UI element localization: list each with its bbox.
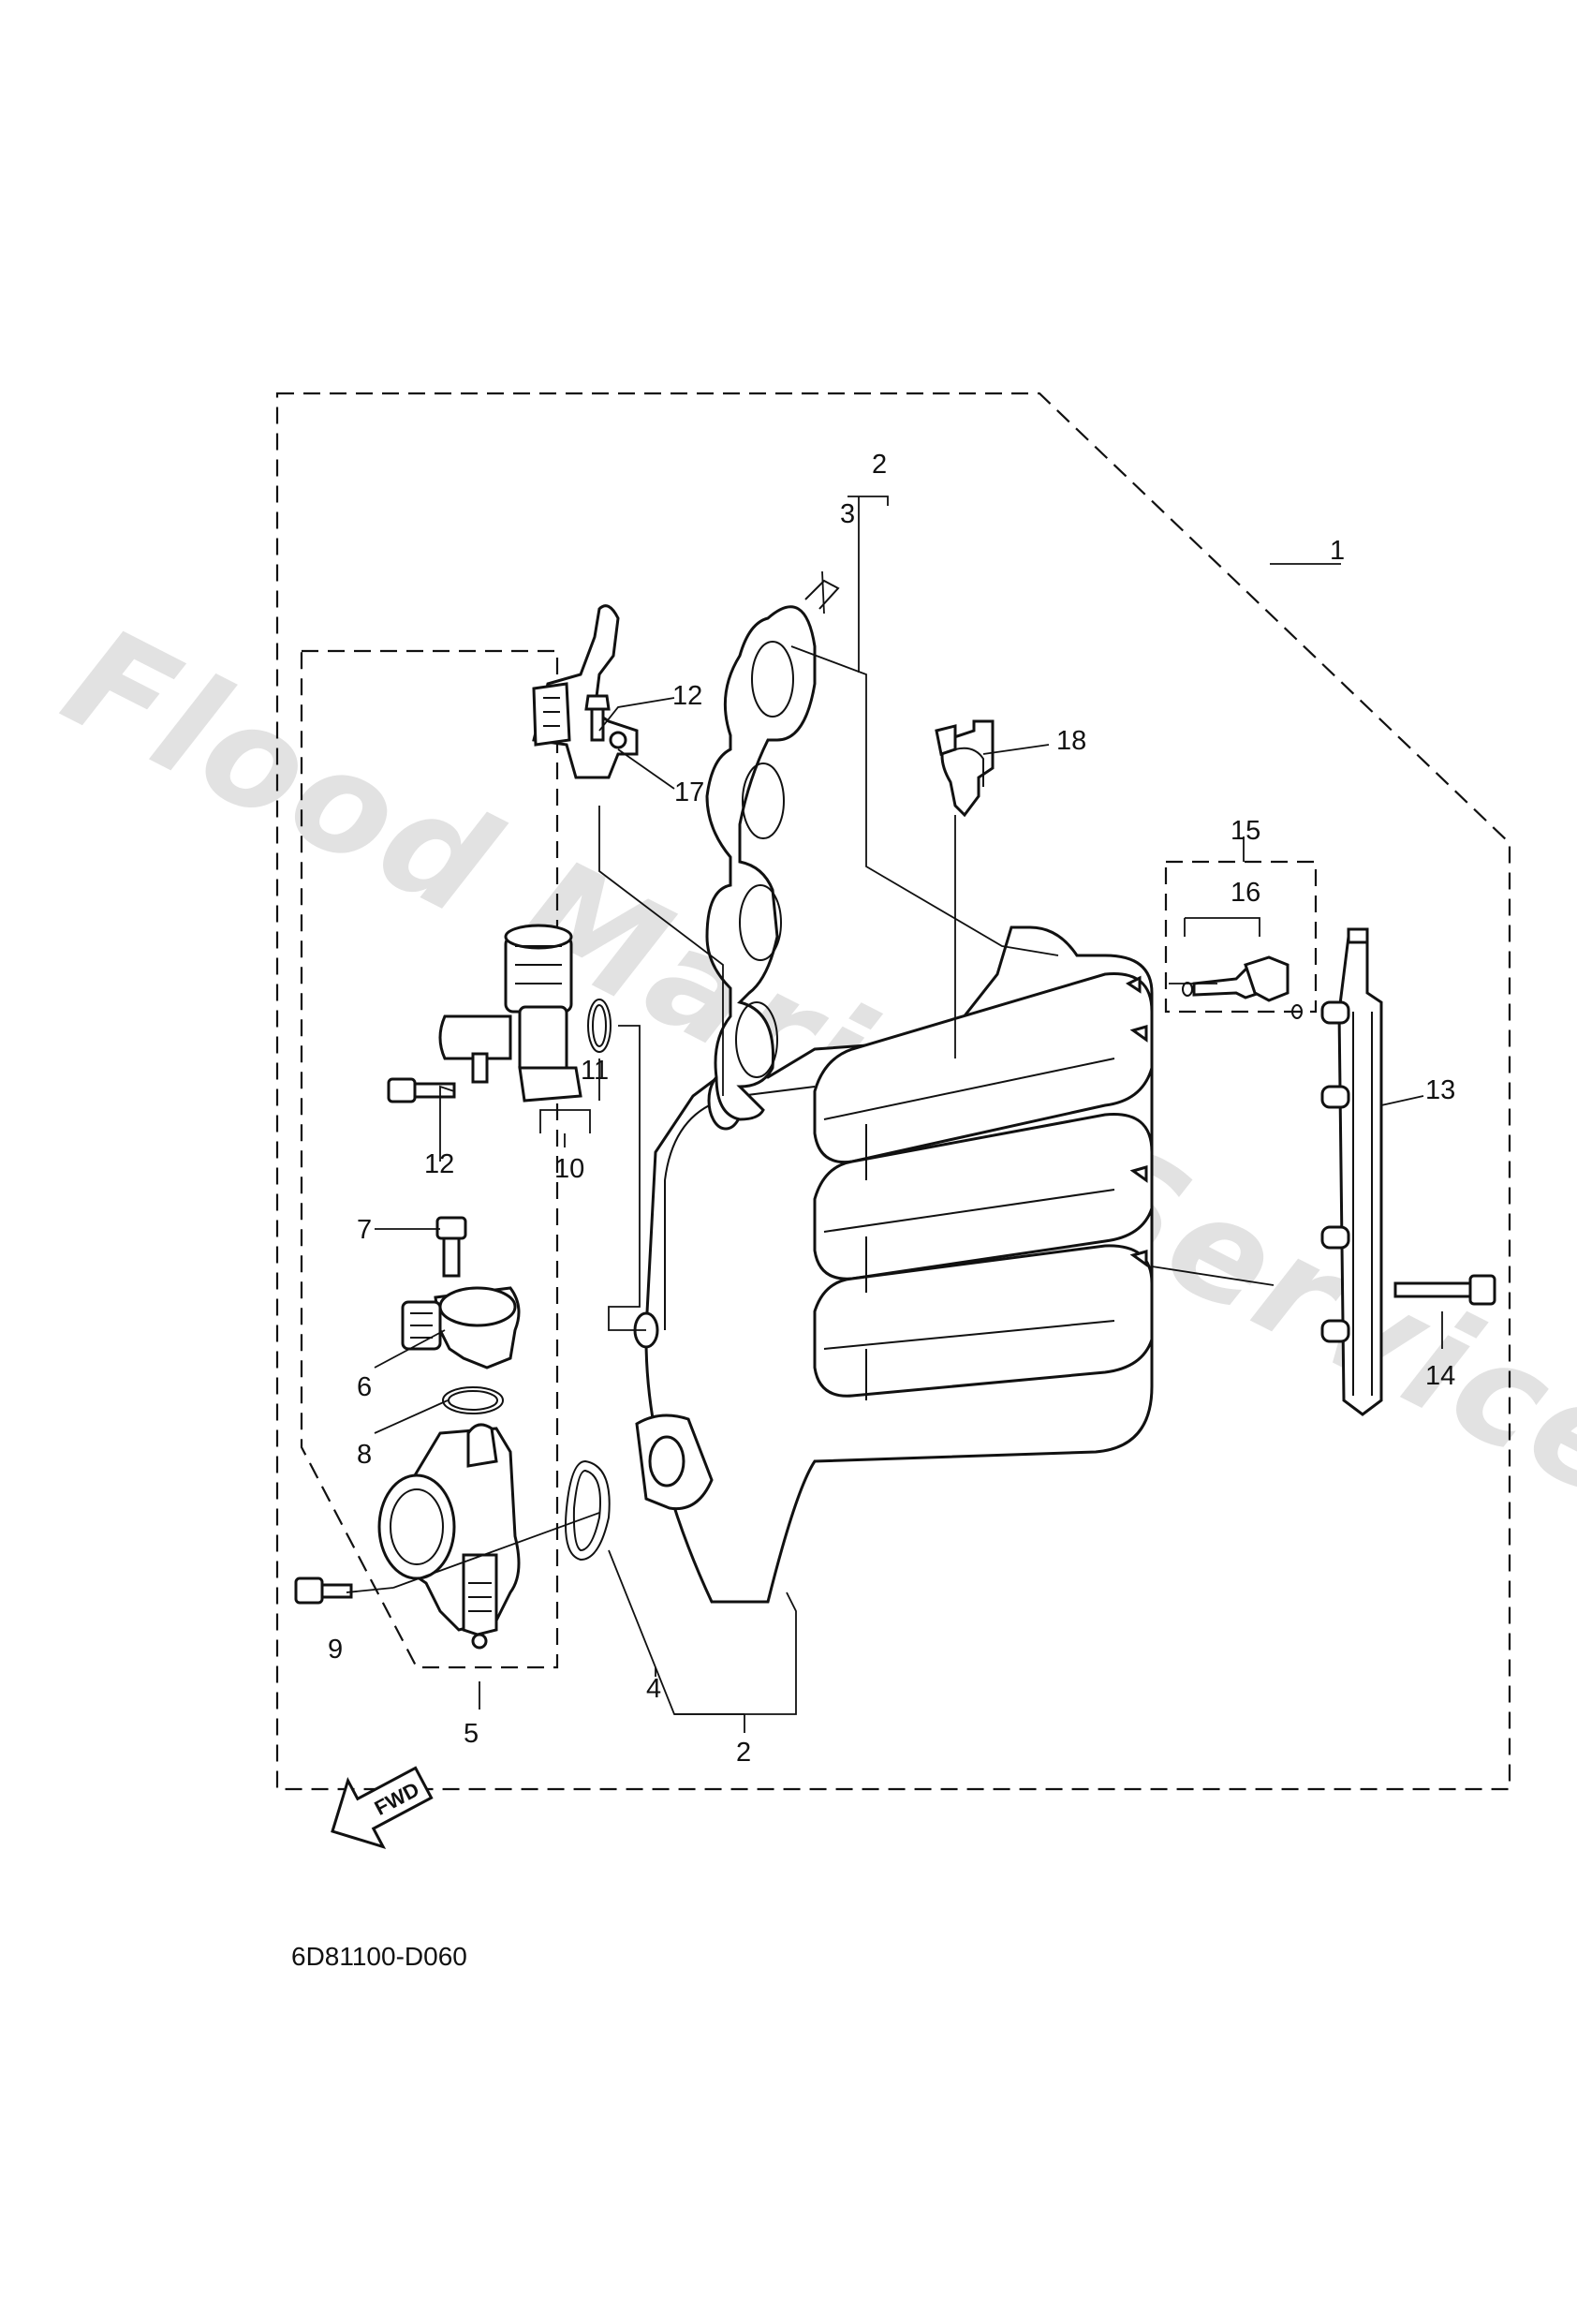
throttle-position-sensor (401, 1286, 521, 1369)
callout-17: 17 (674, 777, 704, 807)
injector-group-boundary (1164, 860, 1318, 1014)
fuel-rail (1320, 927, 1383, 1416)
callouts: 1 2 3 12 17 18 15 16 13 11 12 10 7 6 8 9… (328, 450, 1455, 1768)
fwd-arrow-icon: FWD (331, 1766, 434, 1850)
callout-12-top: 12 (672, 681, 702, 711)
callout-1: 1 (1330, 536, 1345, 566)
intake-temp-sensor (532, 604, 639, 779)
callout-5: 5 (464, 1719, 479, 1749)
screw-12-left (387, 1077, 456, 1103)
callout-13: 13 (1425, 1075, 1455, 1105)
callout-11: 11 (581, 1056, 609, 1086)
callout-2-bottom: 2 (736, 1738, 751, 1768)
bolt-9 (294, 1576, 353, 1605)
throttle-body (377, 1423, 521, 1650)
fuel-injector (1182, 955, 1303, 1019)
throttle-body-boundary (300, 649, 559, 1669)
callout-12-left: 12 (424, 1149, 454, 1179)
callout-6: 6 (357, 1372, 372, 1402)
callout-18: 18 (1056, 726, 1086, 756)
gasket-4 (565, 1459, 611, 1562)
callout-10: 10 (554, 1154, 584, 1184)
callout-8: 8 (357, 1440, 372, 1470)
leader-lines (346, 496, 1443, 1733)
screw-12-top (584, 694, 611, 742)
o-ring-8 (442, 1386, 504, 1414)
callout-15: 15 (1231, 816, 1260, 846)
screw-7 (435, 1216, 467, 1278)
fuel-hose-clip (935, 719, 995, 818)
callout-14: 14 (1425, 1361, 1455, 1391)
o-ring-11 (587, 999, 612, 1053)
idle-speed-control-valve (438, 924, 582, 1103)
callout-16: 16 (1231, 878, 1260, 908)
callout-4: 4 (646, 1674, 661, 1704)
assembly-boundary (275, 392, 1511, 1791)
bolt-14 (1393, 1274, 1496, 1306)
drawing-code: 6D81100-D060 (291, 1942, 467, 1971)
callout-7: 7 (357, 1215, 372, 1245)
callout-2-top: 2 (872, 450, 887, 480)
manifold-gasket (705, 579, 840, 1121)
callout-9: 9 (328, 1635, 343, 1665)
callout-3: 3 (840, 499, 855, 529)
